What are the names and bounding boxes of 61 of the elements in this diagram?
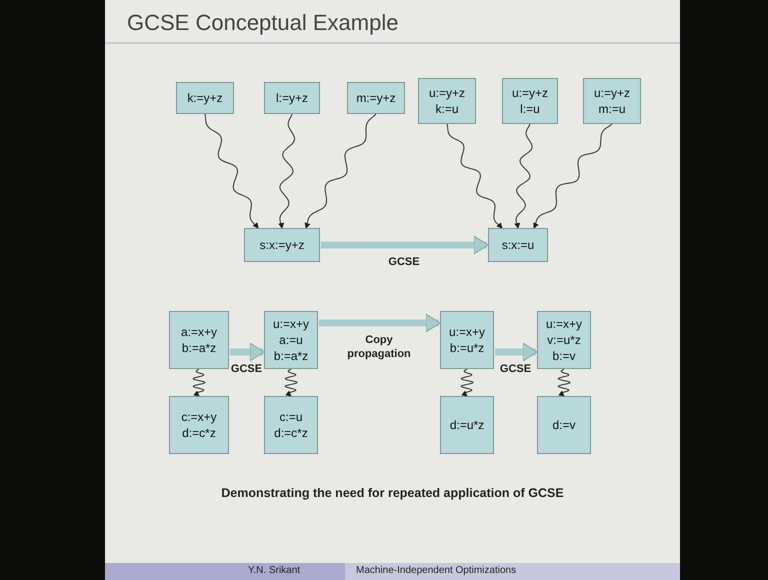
code-box: [418, 78, 476, 124]
block-arrow: [230, 342, 264, 362]
wavy-arrow: [204, 114, 259, 229]
code-box: [537, 311, 591, 369]
code-box: [440, 311, 494, 369]
code-box: [347, 82, 405, 114]
code-line: b:=a*z: [274, 348, 308, 364]
code-line: k:=y+z: [187, 90, 223, 106]
code-box: [169, 311, 229, 369]
code-line: b:=u*z: [450, 340, 484, 356]
code-line: u:=x+y: [546, 316, 582, 332]
code-line: a:=u: [279, 332, 303, 348]
footer-title: Machine-Independent Optimizations: [356, 565, 516, 576]
code-line: d:=v: [552, 417, 576, 433]
wavy-arrow: [304, 114, 376, 229]
code-line: u:=y+z: [512, 85, 548, 101]
code-line: m:=y+z: [356, 90, 396, 106]
code-box: [169, 396, 229, 454]
footer-author: Y.N. Srikant: [248, 565, 300, 576]
code-line: l:=u: [520, 101, 540, 117]
caption: Demonstrating the need for repeated application of GCSE: [220, 486, 565, 500]
wavy-arrow: [558, 368, 571, 397]
code-line: d:=c*z: [182, 425, 216, 441]
block-arrow: [319, 314, 440, 332]
wavy-arrow: [460, 368, 474, 397]
code-box: [264, 82, 320, 114]
code-line: v:=u*z: [547, 332, 581, 348]
code-line: b:=v: [552, 348, 576, 364]
code-line: c:=u: [279, 409, 302, 425]
code-box: [440, 396, 494, 454]
code-box: [264, 396, 318, 454]
code-line: s:x:=y+z: [260, 237, 304, 253]
code-box: [488, 228, 548, 262]
block-arrow: [495, 342, 538, 362]
code-line: c:=x+y: [181, 409, 217, 425]
block-arrow: [321, 236, 488, 254]
wavy-arrow: [446, 124, 503, 229]
code-line: s:x:=u: [502, 237, 534, 253]
wavy-arrow: [533, 124, 612, 229]
code-box: [537, 396, 591, 454]
code-box: [264, 311, 318, 369]
code-line: u:=x+y: [448, 324, 486, 340]
code-line: b:=a*z: [182, 340, 216, 356]
wavy-arrow: [192, 368, 206, 397]
code-box: [502, 78, 558, 124]
wavy-arrow: [284, 368, 298, 397]
code-line: d:=u*z: [450, 417, 484, 433]
code-line: m:=u: [598, 101, 626, 117]
code-line: u:=x+y: [272, 316, 310, 332]
code-line: u:=y+z: [428, 85, 466, 101]
code-line: l:=y+z: [276, 90, 308, 106]
code-box: [176, 82, 234, 114]
code-box: [583, 78, 641, 124]
code-box: [244, 228, 320, 262]
wavy-arrow: [278, 114, 296, 229]
wavy-arrow: [514, 124, 533, 229]
code-line: d:=c*z: [274, 425, 308, 441]
code-line: u:=y+z: [594, 85, 630, 101]
code-line: a:=x+y: [180, 324, 218, 340]
slide-title: GCSE Conceptual Example: [127, 10, 398, 36]
code-line: k:=u: [435, 101, 458, 117]
